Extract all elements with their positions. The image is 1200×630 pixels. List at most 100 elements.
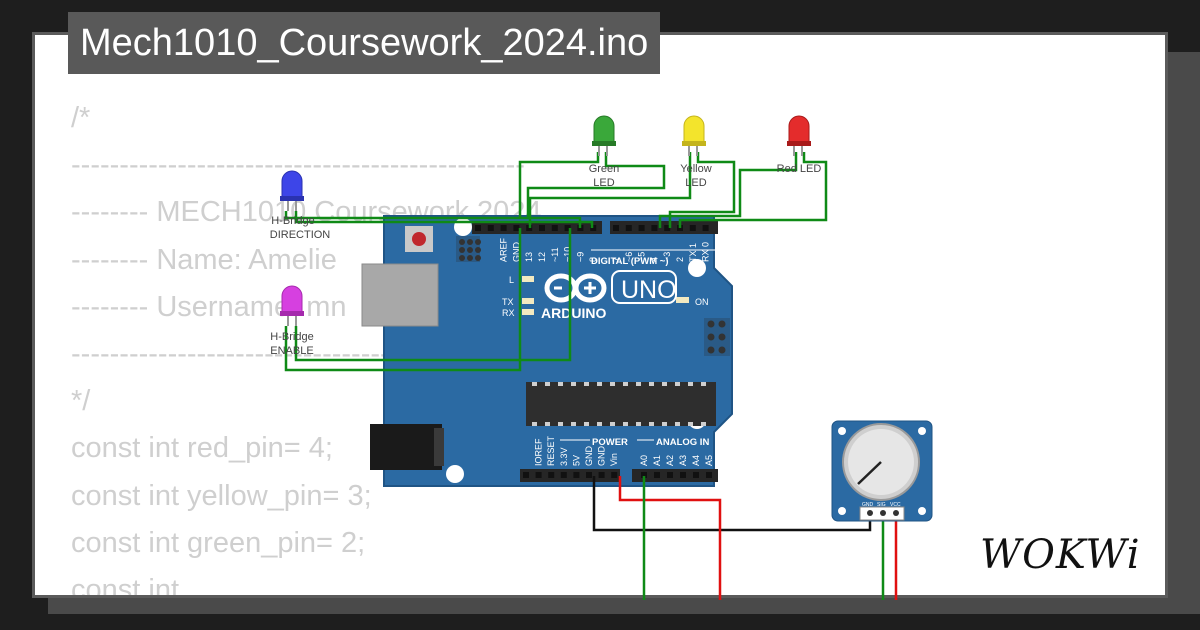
digital-pin-label: 7 xyxy=(611,257,621,262)
header-socket xyxy=(625,225,632,231)
digital-pin-label: ~3 xyxy=(662,252,672,262)
power-pin-label: GND xyxy=(597,446,607,467)
digital-pin-label: ~9 xyxy=(575,252,585,262)
chip-pin xyxy=(636,422,641,426)
header-socket xyxy=(535,472,542,478)
header-socket xyxy=(475,225,481,231)
svg-text:VCC: VCC xyxy=(890,502,901,508)
power-pin-label: 5V xyxy=(571,455,581,466)
led-h-bridge-direction[interactable]: H-Bridge DIRECTION xyxy=(270,170,331,241)
power-header xyxy=(520,469,620,482)
wire-green-led-2 xyxy=(526,152,666,218)
digital-pin-label: 4 xyxy=(649,257,659,262)
chip-pin xyxy=(675,422,680,426)
header-socket xyxy=(500,225,507,231)
digital-pin-label: 8 xyxy=(588,257,598,262)
svg-text:RX: RX xyxy=(502,308,515,318)
chip-pin xyxy=(636,382,641,386)
chip-pin xyxy=(623,422,628,426)
led-tx xyxy=(522,298,534,304)
pot-indicator xyxy=(857,461,882,485)
svg-text:Yellow: Yellow xyxy=(680,163,711,175)
project-title[interactable]: Mech1010_Coursework_2024.ino xyxy=(68,12,661,74)
chip-pin xyxy=(584,382,589,386)
chip-pin xyxy=(610,422,615,426)
digital-pin-label: TX 1 xyxy=(688,243,698,262)
header-socket xyxy=(667,472,673,478)
arduino-brand: ARDUINO xyxy=(541,305,606,321)
analog-pin-label: A1 xyxy=(652,455,662,466)
header-socket xyxy=(702,225,709,231)
mounting-hole xyxy=(446,465,464,483)
chip-pin xyxy=(558,382,563,386)
chip-pin xyxy=(701,422,706,426)
wire-direction-2 xyxy=(294,211,594,228)
header-socket xyxy=(613,225,619,231)
power-pin-label: IOREF xyxy=(534,438,544,466)
led-green[interactable]: Green LED xyxy=(589,115,620,189)
svg-text:WOKWi: WOKWi xyxy=(980,532,1141,578)
power-pin-label: 3.3V xyxy=(559,447,569,466)
icsp-header-right xyxy=(704,318,730,356)
led-yellow[interactable]: Yellow LED xyxy=(680,115,712,189)
analog-pin-label: A0 xyxy=(639,455,649,466)
svg-text:ON: ON xyxy=(695,297,709,307)
power-jack xyxy=(370,424,442,470)
digital-pin-label: ~6 xyxy=(624,252,634,262)
svg-text:Green: Green xyxy=(589,163,620,175)
svg-text:H-Bridge: H-Bridge xyxy=(271,215,314,227)
code-line: const int red_pin= 4; xyxy=(71,432,333,465)
svg-text:LED: LED xyxy=(593,177,614,189)
led-h-bridge-enable[interactable]: H-Bridge ENABLE xyxy=(270,285,314,357)
chip-pin xyxy=(649,422,654,426)
code-line: -------- Username: mn xyxy=(71,290,347,323)
digital-pin-label: GND xyxy=(511,242,521,263)
header-socket xyxy=(611,472,618,478)
code-line: */ xyxy=(71,385,91,418)
chip-pin xyxy=(662,422,667,426)
icsp-header xyxy=(456,236,481,262)
digital-pin-label: 13 xyxy=(524,252,534,262)
wires xyxy=(284,152,898,600)
led-rx xyxy=(522,309,534,315)
potentiometer[interactable]: GND SIG VCC xyxy=(831,420,933,522)
wokwi-logo[interactable]: WOKWi xyxy=(978,524,1150,580)
wire-red-led xyxy=(658,152,798,228)
header-socket xyxy=(654,472,660,478)
digital-header-label: DIGITAL (PWM ~) xyxy=(591,256,669,267)
digital-pin-label: RX 0 xyxy=(701,242,711,262)
header-socket xyxy=(487,225,494,231)
analog-pin-label: A4 xyxy=(691,455,701,466)
chip-pin xyxy=(662,382,667,386)
header-socket xyxy=(586,472,592,478)
header-socket xyxy=(689,225,696,231)
wire-yellow-led xyxy=(528,152,692,228)
usb-connector xyxy=(361,263,439,327)
chip-pin xyxy=(532,382,537,386)
microcontroller-chip xyxy=(526,382,716,426)
svg-text:DIRECTION: DIRECTION xyxy=(270,229,331,241)
svg-text:SIG: SIG xyxy=(877,502,886,508)
digital-pin-label: ~5 xyxy=(637,252,647,262)
chip-pin xyxy=(545,422,550,426)
header-socket xyxy=(706,472,712,478)
chip-pin xyxy=(688,382,693,386)
led-l xyxy=(522,276,534,282)
header-socket xyxy=(573,472,580,478)
analog-header-label: ANALOG IN xyxy=(656,437,709,448)
svg-text:H-Bridge: H-Bridge xyxy=(270,331,313,343)
wire-enable xyxy=(284,228,522,372)
wire-enable-2 xyxy=(294,228,572,362)
uno-label: UNO xyxy=(621,276,677,304)
header-socket xyxy=(664,225,671,231)
header-socket xyxy=(539,225,545,231)
led-red[interactable]: Red LED xyxy=(777,115,822,175)
header-socket xyxy=(680,472,686,478)
chip-pin xyxy=(584,422,589,426)
code-line: const int yellow_pin= 3; xyxy=(71,479,372,512)
digital-pin-label: 2 xyxy=(675,257,685,262)
analog-pin-label: A5 xyxy=(704,455,714,466)
analog-pin-label: A2 xyxy=(665,455,675,466)
